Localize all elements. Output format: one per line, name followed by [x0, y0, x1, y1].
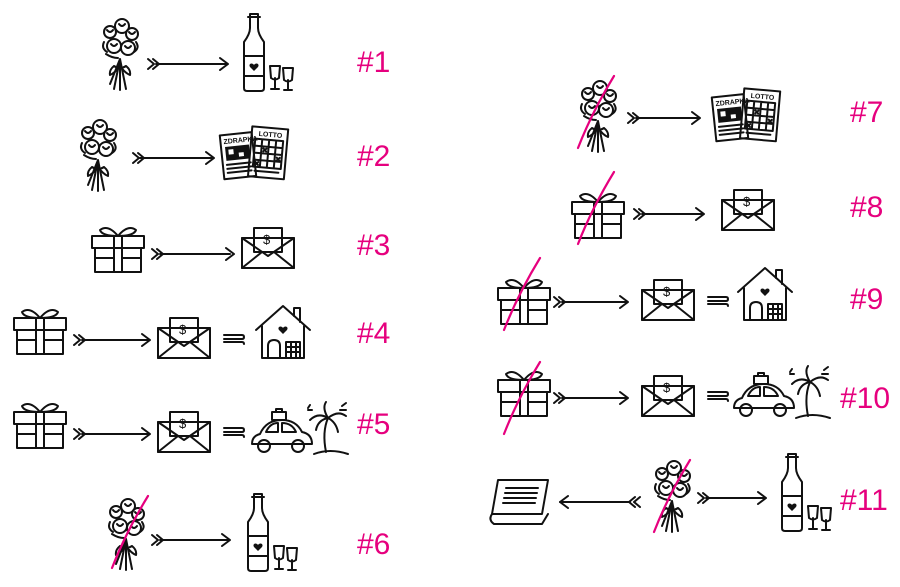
equals-sign — [707, 391, 729, 402]
scenario-3 — [91, 227, 295, 273]
cross-out-mark — [502, 256, 542, 332]
scenario-number: #2 — [357, 140, 391, 173]
flowers-icon — [654, 460, 691, 533]
arrow-left — [559, 495, 641, 509]
champagne-icon — [781, 453, 832, 532]
scenario-number: #8 — [850, 191, 884, 224]
equals-sign — [707, 296, 729, 307]
scenario-number: #3 — [357, 229, 391, 262]
gift-icon — [91, 227, 145, 273]
arrow — [697, 491, 767, 505]
arrow — [151, 533, 231, 547]
car-vacation-icon — [251, 401, 349, 455]
gift-icon — [13, 309, 67, 355]
money-envelope-icon — [641, 375, 695, 417]
champagne-icon — [247, 493, 298, 572]
scenario-number: #5 — [357, 408, 391, 441]
scenario-10 — [497, 360, 831, 436]
arrow — [151, 247, 235, 261]
arrow — [132, 151, 215, 165]
flowers-icon — [102, 18, 139, 91]
scenario-number: #6 — [357, 528, 391, 561]
arrow — [73, 427, 151, 441]
scenario-9 — [497, 256, 793, 332]
scenario-1 — [102, 13, 294, 92]
money-envelope-icon — [241, 227, 295, 269]
arrow — [147, 57, 229, 71]
money-envelope-icon — [157, 317, 211, 359]
car-vacation-icon — [733, 365, 831, 419]
scenario-4 — [13, 305, 311, 359]
scenario-7 — [576, 74, 782, 153]
scenario-11 — [489, 453, 832, 534]
arrow — [627, 111, 701, 125]
scenario-number: #4 — [357, 317, 391, 350]
house-icon — [255, 305, 311, 359]
equals-sign — [223, 427, 245, 438]
champagne-icon — [243, 13, 294, 92]
gift-icon — [497, 371, 551, 417]
money-envelope-icon — [157, 411, 211, 453]
lottery-tickets-icon — [218, 125, 290, 181]
flowers-icon — [580, 80, 617, 153]
cross-out-mark — [576, 170, 616, 246]
scenario-6 — [108, 493, 298, 572]
scenario-number: #11 — [840, 484, 888, 517]
equals-sign — [223, 334, 245, 345]
arrow — [553, 391, 629, 405]
gift-icon — [13, 403, 67, 449]
scenario-number: #1 — [357, 46, 391, 79]
flowers-icon — [80, 119, 117, 192]
lottery-tickets-icon — [710, 87, 782, 143]
arrow — [553, 295, 629, 309]
house-icon — [737, 267, 793, 321]
scenario-2 — [80, 119, 290, 192]
arrow — [73, 333, 151, 347]
money-envelope-icon — [721, 189, 775, 231]
scenario-number: #9 — [850, 283, 884, 316]
scenario-8 — [571, 170, 775, 246]
arrow — [633, 207, 705, 221]
scenario-number: #10 — [840, 382, 891, 415]
scenario-5 — [13, 401, 349, 455]
scenario-number: #7 — [850, 96, 884, 129]
money-envelope-icon — [641, 279, 695, 321]
book-icon — [489, 479, 549, 525]
